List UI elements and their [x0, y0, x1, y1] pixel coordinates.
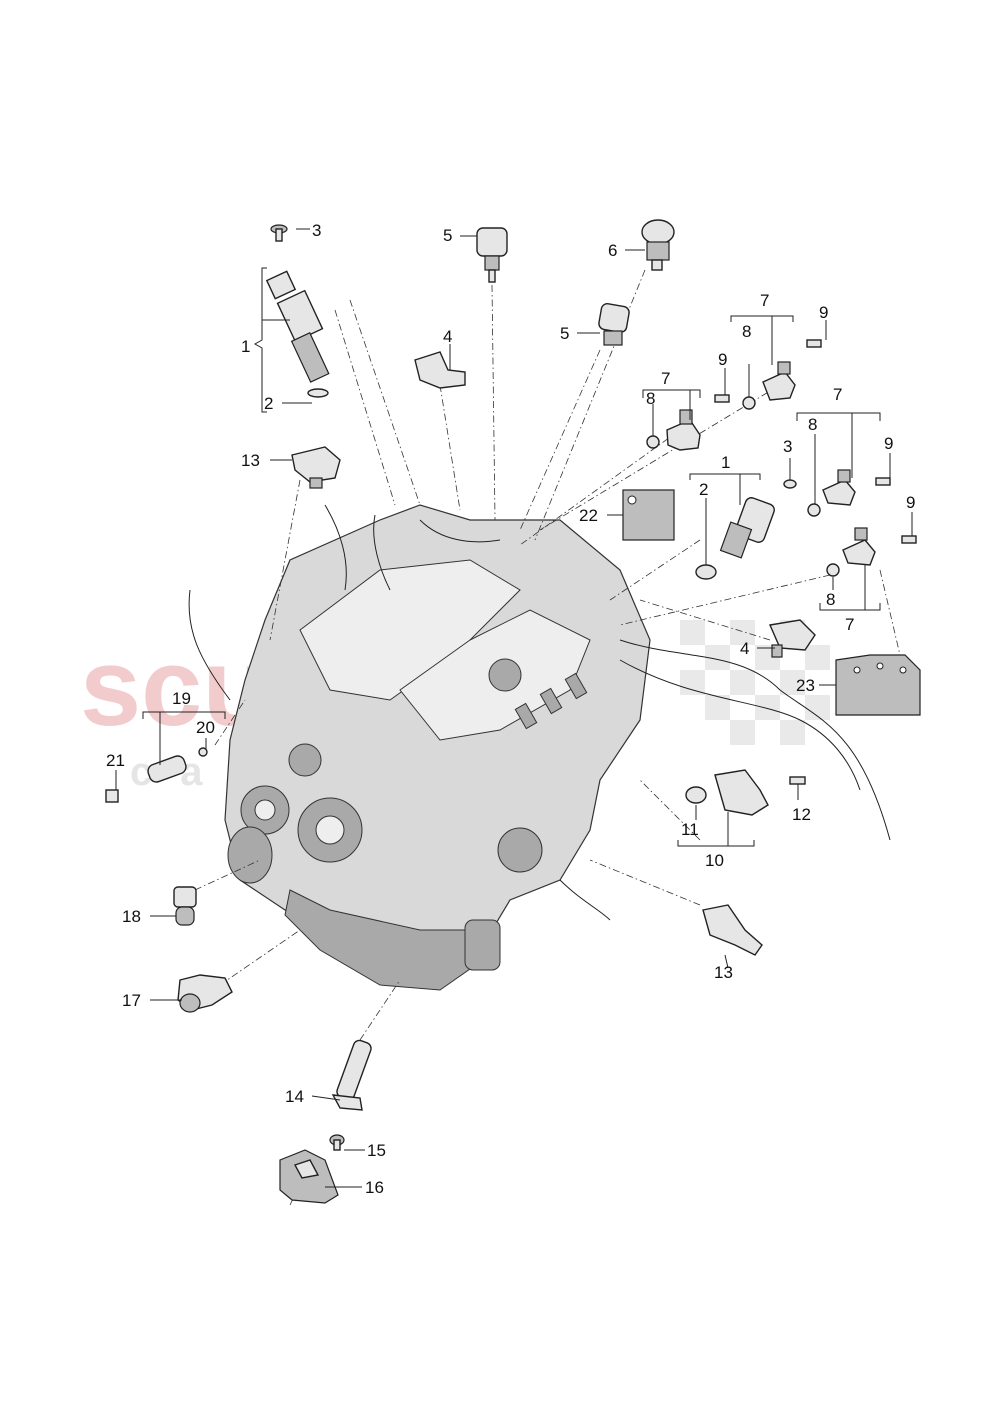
- part-15-screw: [329, 1134, 345, 1151]
- part-5-pressure-sensor-mid: [598, 303, 630, 346]
- callout-12: 12: [792, 805, 811, 824]
- leader-lines: [115, 228, 913, 1188]
- callout-6: 6: [608, 241, 617, 260]
- part-14-sensor: [331, 1039, 372, 1111]
- part-7-camshaft-sensor-c: [807, 469, 891, 517]
- part-13-knock-sensor-lower: [702, 904, 763, 956]
- part-18-sensor: [173, 886, 197, 926]
- callout-9: 9: [906, 493, 915, 512]
- callout-18: 18: [122, 907, 141, 926]
- callout-7: 7: [661, 369, 670, 388]
- callout-4: 4: [740, 639, 749, 658]
- part-6-sensor: [641, 219, 675, 271]
- callout-9: 9: [884, 434, 893, 453]
- callout-7: 7: [845, 615, 854, 634]
- callout-1: 1: [241, 337, 250, 356]
- part-13-knock-sensor-upper: [291, 446, 341, 489]
- part-3-screw-top: [270, 224, 288, 242]
- callout-2: 2: [699, 480, 708, 499]
- callout-19: 19: [172, 689, 191, 708]
- callout-2: 2: [264, 394, 273, 413]
- callout-13: 13: [241, 451, 260, 470]
- callout-23: 23: [796, 676, 815, 695]
- part-16-cover: [279, 1149, 339, 1204]
- callout-9: 9: [718, 350, 727, 369]
- callout-11: 11: [681, 820, 699, 839]
- callout-8: 8: [808, 415, 817, 434]
- callout-20: 20: [196, 718, 215, 737]
- callout-8: 8: [742, 322, 751, 341]
- part-10-sensor-assembly: [685, 769, 806, 816]
- callout-3: 3: [783, 437, 792, 456]
- part-5-pressure-sensor-top: [476, 227, 508, 283]
- part-7-camshaft-sensor-a: [646, 394, 730, 451]
- callout-17: 17: [122, 991, 141, 1010]
- part-22-label: [622, 489, 675, 541]
- part-7-camshaft-sensor-d: [826, 527, 917, 577]
- part-17-valve: [177, 974, 233, 1013]
- callout-22: 22: [579, 506, 598, 525]
- callout-16: 16: [365, 1178, 384, 1197]
- callout-5: 5: [443, 226, 452, 245]
- callout-7: 7: [833, 385, 842, 404]
- engine-assembly: [188, 504, 891, 991]
- part-1-control-valve-left: [265, 270, 330, 398]
- part-1-control-valve-right: [695, 479, 797, 580]
- callout-8: 8: [826, 590, 835, 609]
- callout-3: 3: [312, 221, 321, 240]
- callout-8: 8: [646, 389, 655, 408]
- callout-13: 13: [714, 963, 733, 982]
- callout-7: 7: [760, 291, 769, 310]
- callout-21: 21: [106, 751, 125, 770]
- callout-1: 1: [721, 453, 730, 472]
- callout-14: 14: [285, 1087, 304, 1106]
- part-4-sensor-upper: [414, 351, 466, 389]
- part-4-sensor-lower: [769, 619, 816, 658]
- callout-labels: 3 1 2 5 6 4 5 7 8 9 9 7 8 7 8 9 13 1 3 2…: [106, 221, 915, 1197]
- callout-10: 10: [705, 851, 724, 870]
- part-23-cover-plate: [835, 654, 921, 716]
- callout-5: 5: [560, 324, 569, 343]
- callout-15: 15: [367, 1141, 386, 1160]
- part-19-sensor-left: [105, 747, 208, 803]
- callout-4: 4: [443, 327, 452, 346]
- callout-9: 9: [819, 303, 828, 322]
- part-7-camshaft-sensor-b: [742, 339, 822, 410]
